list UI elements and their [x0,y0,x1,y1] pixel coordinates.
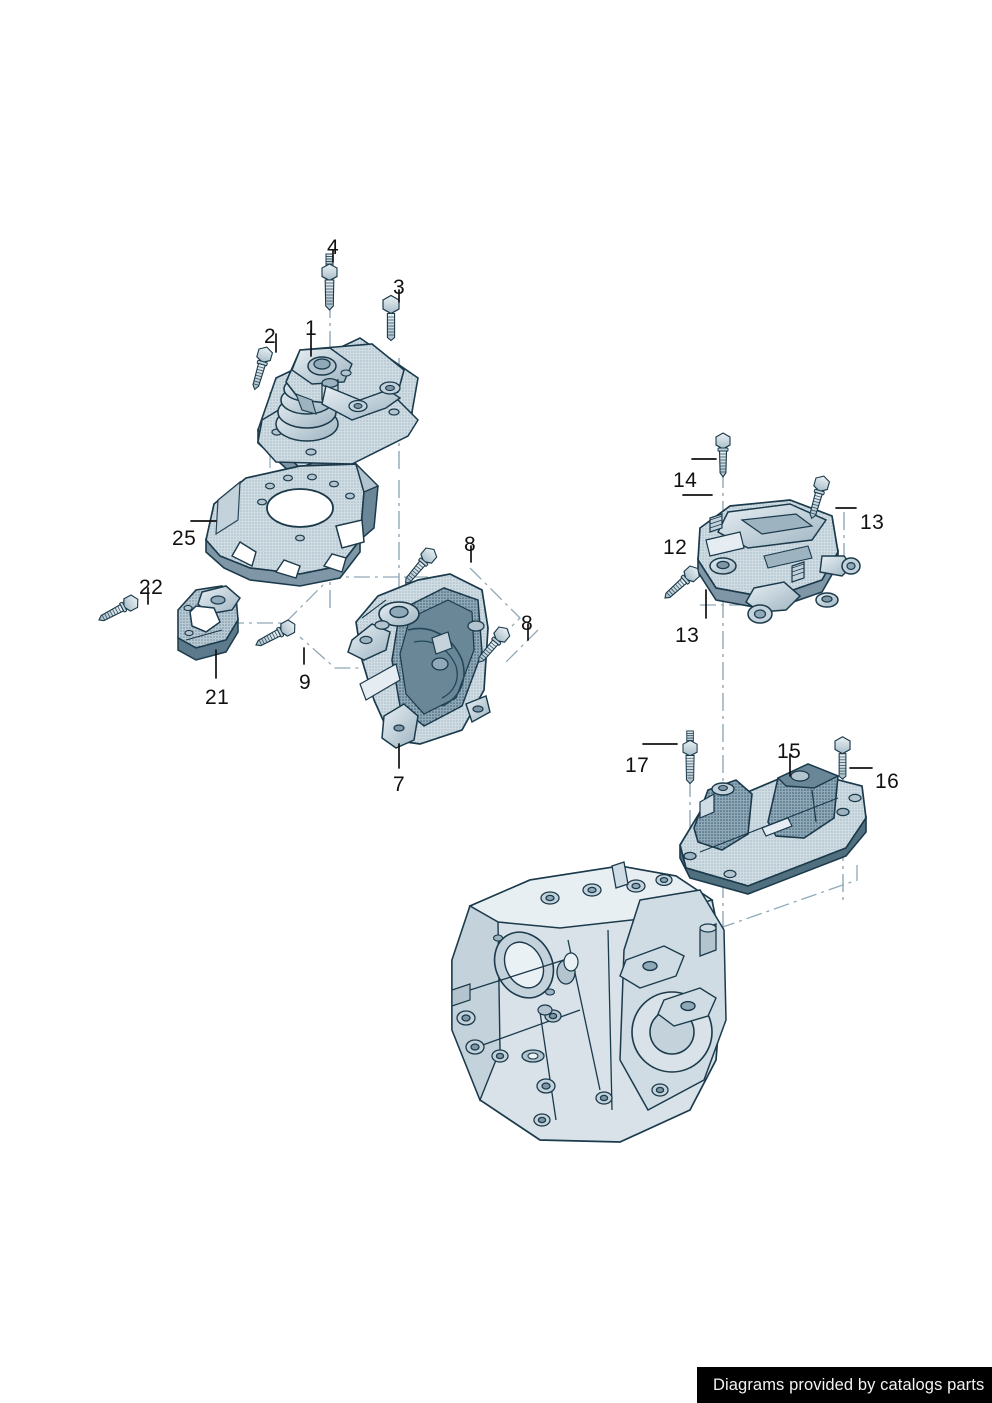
callout-label-8a: 8 [464,533,477,556]
callout-label-25: 25 [172,527,197,550]
callout-label-17: 17 [625,754,650,777]
callout-label-2: 2 [264,325,277,348]
part-25-cover-plate [205,461,380,587]
callout-label-21: 21 [205,686,230,709]
callout-label-4: 4 [327,236,340,259]
part-7-support-bracket [347,573,491,749]
part-12-gearbox-mount [697,499,861,624]
part-21-retaining-bracket [177,585,241,661]
callout-label-13a: 13 [860,511,885,534]
gearbox-housing [451,861,727,1143]
callout-label-13b: 13 [675,624,700,647]
callout-label-9: 9 [299,671,312,694]
callout-label-14: 14 [673,469,698,492]
callout-label-8b: 8 [521,612,534,635]
callout-label-16: 16 [875,770,900,793]
callout-label-1: 1 [305,317,318,340]
watermark-text: Diagrams provided by catalogs parts [713,1375,985,1394]
callout-label-7: 7 [393,773,406,796]
callout-label-22: 22 [139,576,164,599]
callout-label-15: 15 [777,740,802,763]
callout-label-12: 12 [663,536,688,559]
callout-label-3: 3 [393,276,406,299]
part-15-mounting-bracket [679,763,867,895]
part-1-engine-mount [257,337,419,482]
leader-lines [147,249,873,777]
watermark-banner: Diagrams provided by catalogs parts [697,1367,992,1403]
